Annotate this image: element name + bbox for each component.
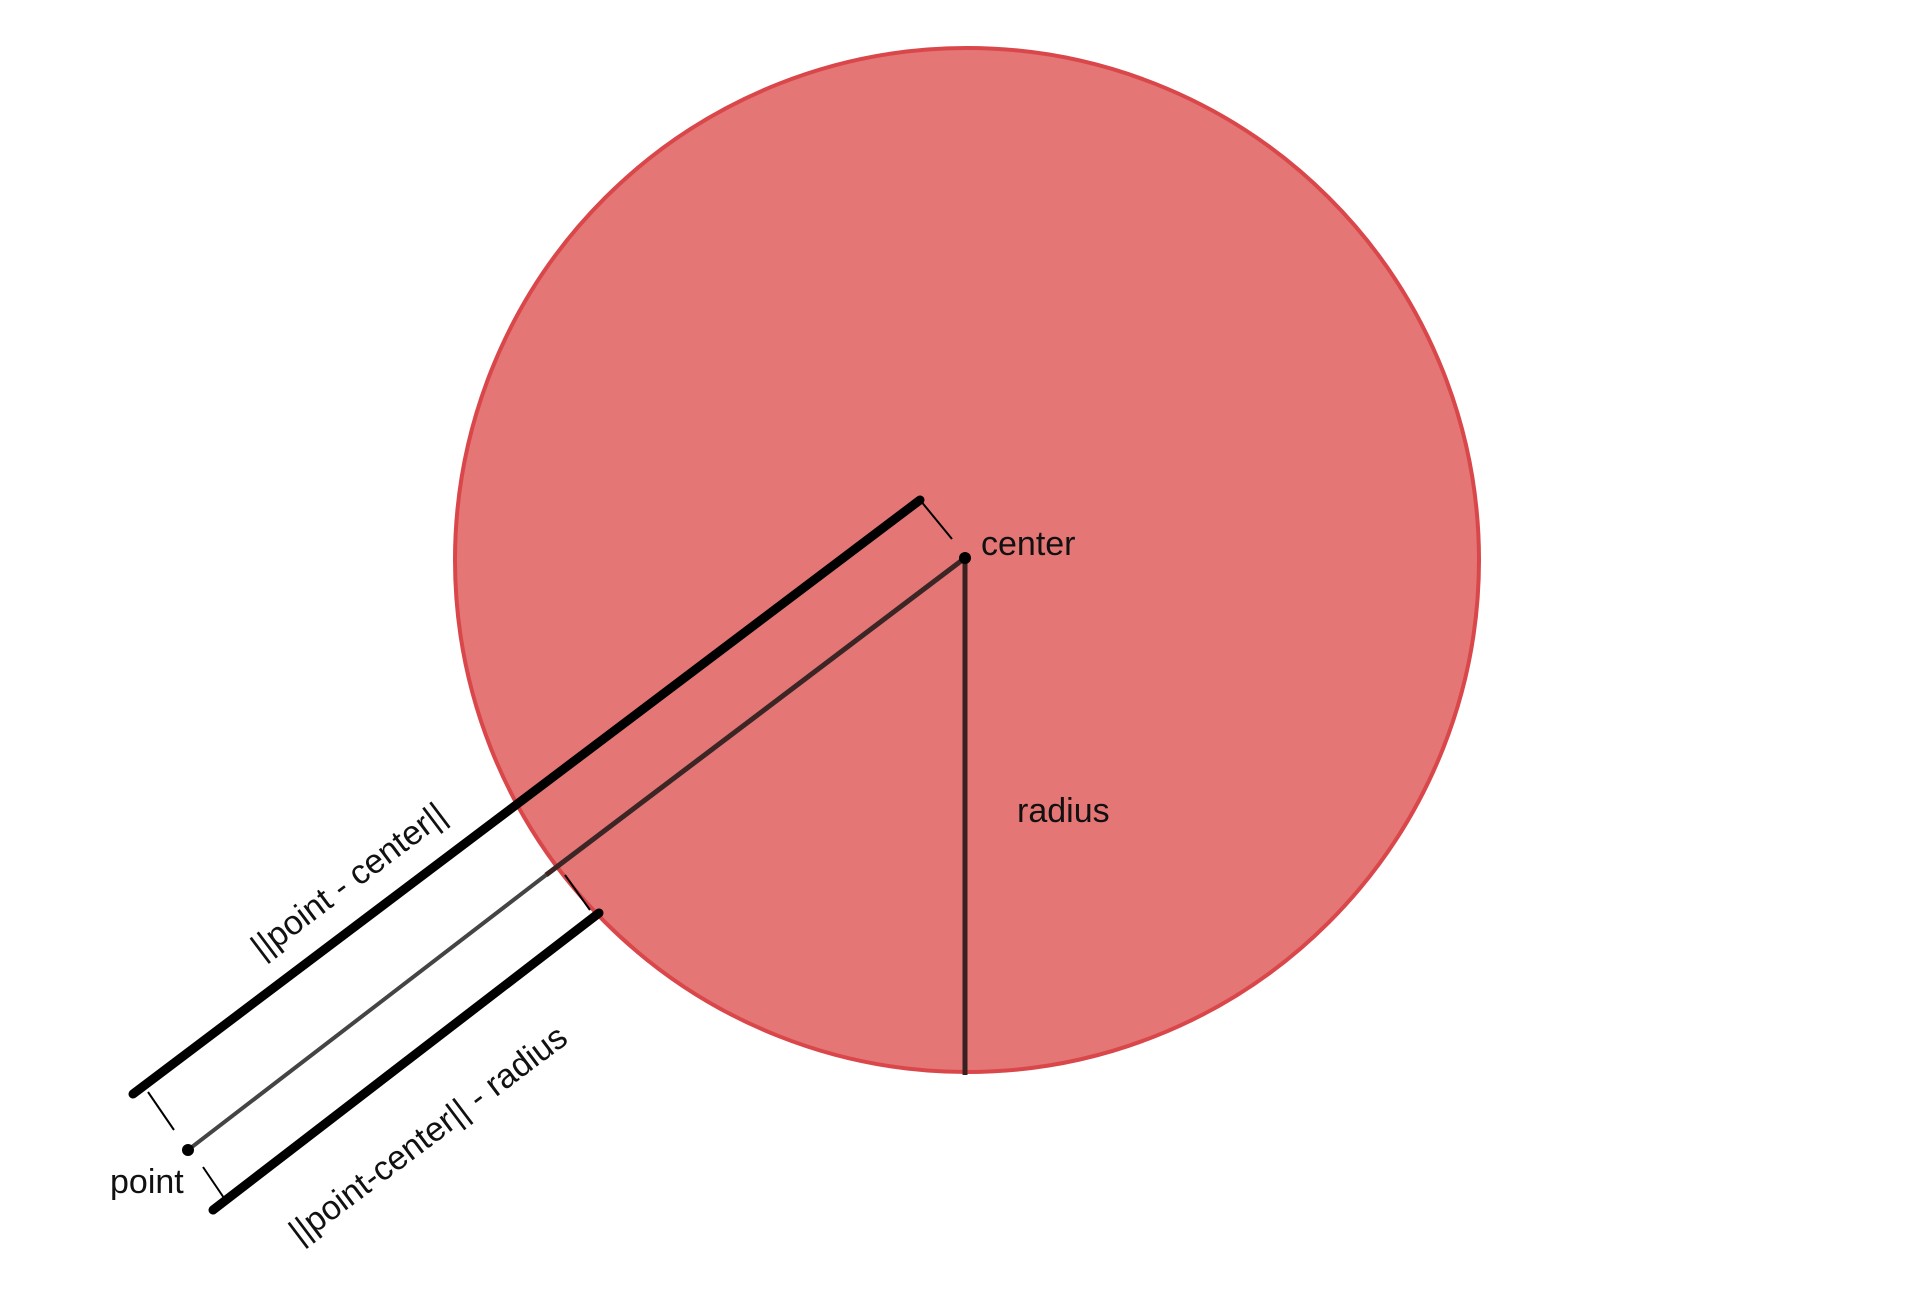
point-dot <box>182 1144 194 1156</box>
signed-distance-bar <box>208 908 604 1215</box>
center-dot <box>959 552 971 564</box>
signed-distance-bar-tick-point <box>202 1166 225 1199</box>
distance-bar-tick-point <box>147 1091 175 1131</box>
radius-label: radius <box>1017 792 1110 830</box>
distance-bar <box>128 495 925 1099</box>
center-to-point-line-outside <box>186 873 548 1152</box>
point-label: point <box>110 1163 184 1201</box>
center-label: center <box>981 525 1076 563</box>
center-to-point-line-inside <box>544 556 967 877</box>
distance-bar-tick-center <box>919 499 953 540</box>
signed-distance-label: ||point-center|| - radius <box>282 1018 575 1252</box>
signed-distance-bar-tick-boundary <box>564 874 591 911</box>
